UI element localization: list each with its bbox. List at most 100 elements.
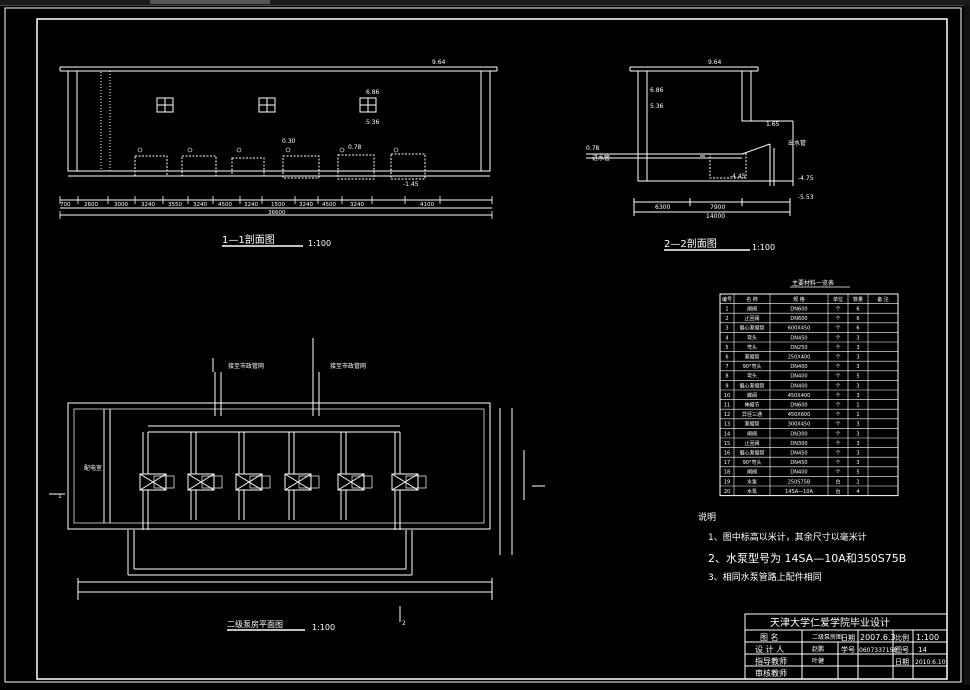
table-cell: DN400 bbox=[790, 364, 807, 370]
table-cell: 17 bbox=[724, 460, 730, 466]
drawing-outer-frame bbox=[4, 7, 962, 683]
table-cell: 1 bbox=[856, 412, 859, 418]
table-cell: 1 bbox=[725, 307, 728, 313]
designer: 赵鹏 bbox=[812, 645, 824, 653]
level-f-2-2: -4.75 bbox=[798, 175, 814, 182]
dim-2-2-b: 7900 bbox=[710, 204, 725, 211]
student-no: 0607337158 bbox=[859, 647, 897, 654]
table-cell: 250X400 bbox=[788, 355, 811, 361]
table-cell: 12 bbox=[724, 412, 730, 418]
pipe-level-a: 0.30 bbox=[282, 138, 296, 145]
table-cell: 个 bbox=[835, 431, 840, 437]
roof-level-2-2: 9.64 bbox=[708, 59, 722, 66]
table-cell: DN450 bbox=[790, 451, 807, 457]
dim-1: 700 bbox=[60, 202, 71, 208]
note-3: 3、相同水泵管路上配件相同 bbox=[708, 571, 822, 583]
table-cell: 台 bbox=[835, 478, 840, 485]
table-cell: 6 bbox=[725, 355, 728, 361]
inlet-label: 进水管 bbox=[592, 154, 610, 162]
top-scrollbar[interactable] bbox=[0, 0, 970, 6]
table-cell: 16 bbox=[724, 451, 730, 457]
table-header-cell: 单位 bbox=[833, 296, 843, 303]
date-label: 日期 bbox=[841, 634, 855, 642]
section-mark-1: 1 bbox=[58, 493, 62, 500]
room-label: 配电室 bbox=[84, 464, 102, 472]
table-cell: 90°弯头 bbox=[743, 363, 762, 370]
table-cell: 600X450 bbox=[788, 326, 811, 332]
table-cell: 2 bbox=[725, 316, 728, 322]
floor-level-1-1: -1.45 bbox=[403, 181, 419, 188]
total-dim-2-2: 14000 bbox=[706, 213, 725, 220]
drawing-label: 图 名 bbox=[760, 632, 779, 642]
dim-4: 3240 bbox=[141, 202, 155, 208]
table-cell: DN400 bbox=[790, 383, 807, 389]
section-mark-2: 2 bbox=[402, 620, 406, 627]
table-cell: 个 bbox=[835, 412, 840, 418]
right-strip bbox=[964, 5, 970, 685]
table-cell: 90°弯头 bbox=[743, 459, 762, 466]
table-cell: DN450 bbox=[790, 335, 807, 341]
table-cell: 1 bbox=[856, 403, 859, 409]
table-cell: 13 bbox=[724, 422, 730, 428]
table-cell: 偏心渐缩管 bbox=[739, 325, 764, 332]
table-cell: 14SA—10A bbox=[785, 489, 813, 495]
table-header-cell: 编号 bbox=[722, 296, 732, 303]
dim-7: 4500 bbox=[218, 202, 232, 208]
table-cell: DN600 bbox=[790, 307, 807, 313]
table-cell: 3 bbox=[856, 364, 859, 370]
section-2-2 bbox=[586, 66, 794, 251]
pipe-level-b: 0.78 bbox=[348, 144, 362, 151]
table-cell: 个 bbox=[835, 460, 840, 466]
level-c-2-2: 1.65 bbox=[766, 121, 780, 128]
sheet-value: 14 bbox=[918, 646, 927, 654]
section-1-1-dim-labels: 700 2600 3000 3240 3550 3240 4500 3240 1… bbox=[60, 202, 434, 216]
note-2: 2、水泵型号为 14SA—10A和350S75B bbox=[708, 551, 906, 565]
table-cell: 4 bbox=[725, 335, 728, 341]
table-cell: 250S75B bbox=[788, 479, 811, 485]
drawing-name: 二级泵房图 bbox=[812, 633, 842, 641]
table-cell: 3 bbox=[856, 460, 859, 466]
table-cell: 偏心渐缩管 bbox=[739, 382, 764, 389]
table-cell: 3 bbox=[856, 431, 859, 437]
table-cell: 伸缩节 bbox=[744, 402, 759, 409]
table-cell: 个 bbox=[835, 307, 840, 313]
table-cell: 闸阀 bbox=[747, 306, 757, 313]
level-b-2-2: 5.36 bbox=[650, 103, 664, 110]
sheet-label: 图号 bbox=[895, 646, 909, 654]
table-cell: 止回阀 bbox=[744, 440, 759, 447]
table-cell: 个 bbox=[835, 345, 840, 351]
table-cell: 3 bbox=[856, 451, 859, 457]
notes-heading: 说明 bbox=[698, 511, 716, 523]
table-header-cell: 备 注 bbox=[877, 296, 889, 303]
table-cell: 3 bbox=[856, 335, 859, 341]
table-cell: 300X450 bbox=[788, 422, 811, 428]
dim-6: 3240 bbox=[193, 202, 207, 208]
table-cell: DN300 bbox=[790, 431, 807, 437]
table-cell: 6 bbox=[856, 326, 859, 332]
table-cell: 个 bbox=[835, 316, 840, 322]
table-cell: 渐缩管 bbox=[744, 354, 759, 361]
section-1-1-scale: 1:100 bbox=[308, 239, 331, 248]
table-cell: 台 bbox=[835, 488, 840, 495]
table-cell: 闸阀 bbox=[747, 469, 757, 476]
scroll-thumb[interactable] bbox=[150, 0, 270, 4]
level-g-2-2: -5.53 bbox=[798, 194, 814, 201]
school-name: 天津大学仁爱学院毕业设计 bbox=[770, 616, 890, 629]
table-cell: 个 bbox=[835, 403, 840, 409]
table-cell: 6 bbox=[856, 307, 859, 313]
dim-9: 1500 bbox=[271, 202, 285, 208]
table-cell: 水泵 bbox=[747, 488, 757, 495]
table-cell: DN400 bbox=[790, 470, 807, 476]
table-cell: 20 bbox=[724, 489, 730, 495]
total-dim-1-1: 36600 bbox=[268, 210, 286, 216]
table-cell: 5 bbox=[725, 345, 728, 351]
table-cell: 个 bbox=[835, 335, 840, 341]
table-cell: 个 bbox=[835, 393, 840, 399]
table-cell: DN450 bbox=[790, 460, 807, 466]
student-no-label: 学号 bbox=[841, 645, 855, 654]
sheet-no-label: 日期 bbox=[895, 658, 909, 666]
table-cell: 9 bbox=[725, 383, 728, 389]
window-sill-1-1: 5.36 bbox=[366, 119, 380, 126]
